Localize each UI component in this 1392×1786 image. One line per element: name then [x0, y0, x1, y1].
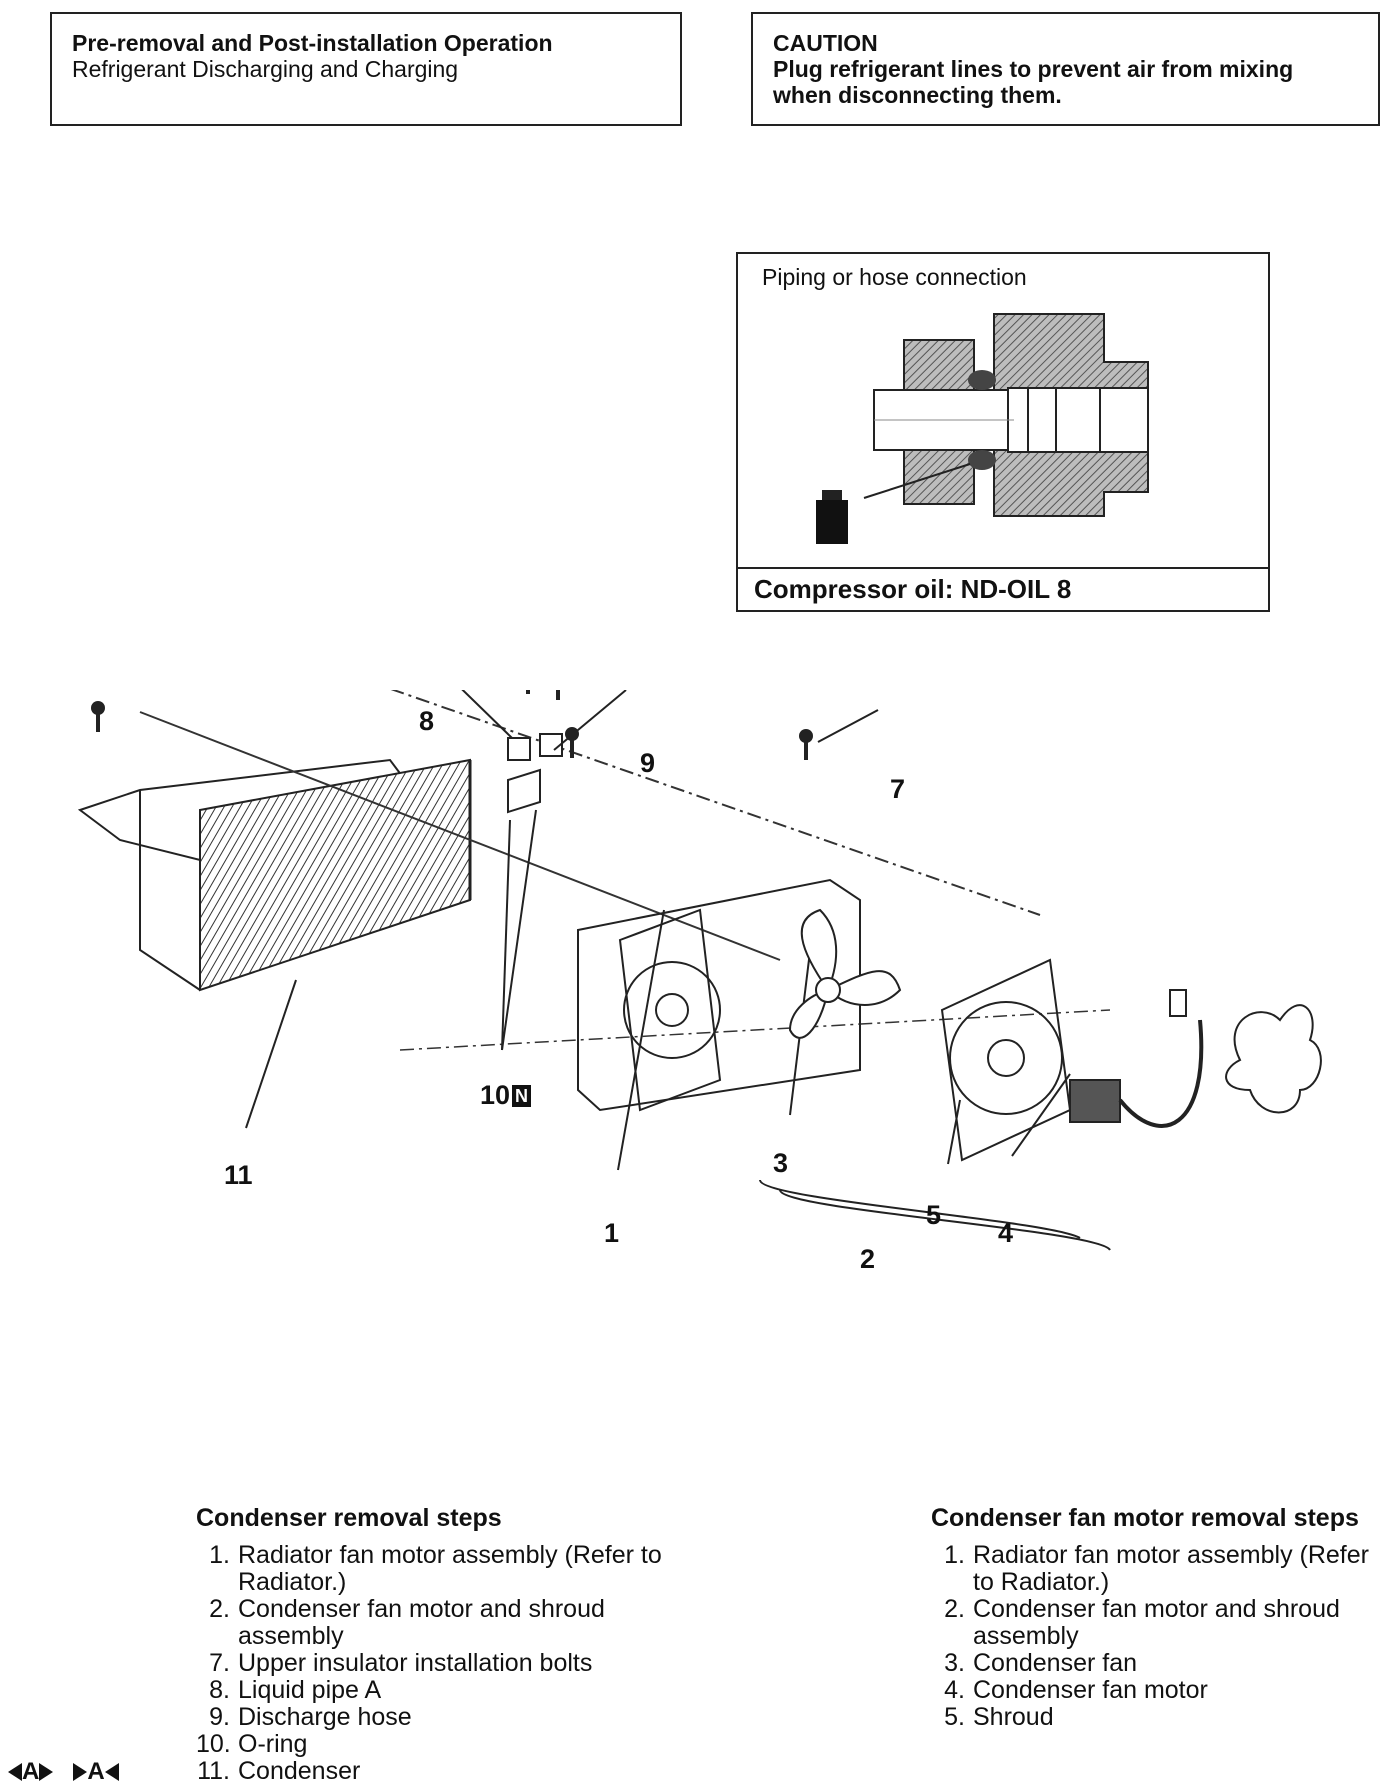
list-item: 2.Condenser fan motor and shroud assembl…: [944, 1595, 1340, 1650]
o-ring-top: [968, 370, 996, 390]
callout-7: 7: [890, 774, 906, 804]
compressor-oil-label: Compressor oil: ND-OIL 8: [754, 574, 1072, 604]
radiator: [577, 878, 861, 1112]
condenser-fan-motor: [1069, 989, 1204, 1128]
callout-3: 3: [773, 1148, 789, 1178]
piping-box: Piping or hose connection Compressor oil…: [736, 252, 1270, 612]
liquid-pipe-fitting: [507, 737, 531, 761]
condenser-removal-steps: Condenser removal steps 1.Radiator fan m…: [196, 1504, 676, 1785]
condenser-steps-heading: Condenser removal steps: [196, 1504, 502, 1532]
radiator-fan-assembly: [618, 908, 722, 1112]
list-item: 8.Liquid pipe A: [209, 1676, 382, 1704]
service-markers: A A: [8, 1758, 119, 1786]
detached-fan: [1225, 1004, 1322, 1114]
triangle-right-icon: [73, 1763, 88, 1781]
list-item: 1.Radiator fan motor assembly (Refer to …: [944, 1541, 1369, 1596]
triangle-left-icon: [104, 1763, 119, 1781]
list-item: 4.Condenser fan motor: [944, 1676, 1208, 1704]
list-item: 11.Condenser: [197, 1757, 361, 1785]
callout-1: 1: [604, 1218, 620, 1248]
pre-removal-title: Pre-removal and Post-installation Operat…: [72, 30, 553, 56]
new-part-badge: N: [512, 1085, 532, 1107]
oil-bottle-icon: [816, 490, 848, 544]
condenser-core: [199, 758, 471, 992]
callout-2: 2: [860, 1244, 876, 1274]
callout-4: 4: [998, 1218, 1014, 1248]
callout-5: 5: [926, 1200, 942, 1230]
callout-11: 11: [224, 1160, 253, 1190]
piping-title: Piping or hose connection: [762, 264, 1027, 290]
list-item: 5.Shroud: [944, 1703, 1054, 1731]
caution-title: CAUTION: [773, 30, 878, 56]
list-item: 2.Condenser fan motor and shroud assembl…: [209, 1595, 605, 1650]
fan-motor-removal-steps: Condenser fan motor removal steps 1.Radi…: [931, 1504, 1391, 1731]
list-item: 1.Radiator fan motor assembly (Refer to …: [209, 1541, 662, 1596]
marker-a-right: A: [87, 1758, 105, 1785]
callout-10-number: 10: [480, 1080, 511, 1110]
marker-a-left: A: [22, 1758, 40, 1785]
caution-box: CAUTION Plug refrigerant lines to preven…: [751, 12, 1380, 126]
list-item: 10.O-ring: [196, 1730, 308, 1758]
callout-9: 9: [640, 748, 656, 778]
oil-leader: [863, 463, 971, 499]
pre-removal-line: Refrigerant Discharging and Charging: [72, 56, 459, 82]
o-ring-bottom: [968, 450, 996, 470]
pre-removal-box: Pre-removal and Post-installation Operat…: [50, 12, 682, 126]
fan-steps-heading: Condenser fan motor removal steps: [931, 1504, 1359, 1532]
condenser-fan-shroud: [940, 958, 1072, 1162]
piping-illustration: [816, 313, 1149, 544]
discharge-hose-fitting: [539, 733, 563, 757]
piping-divider: [738, 567, 1268, 569]
list-item: 3.Condenser fan: [944, 1649, 1138, 1677]
exploded-view-illustration: [77, 690, 1322, 1251]
pipe-bore: [1007, 387, 1149, 453]
callout-8: 8: [419, 706, 435, 736]
caution-text: Plug refrigerant lines to prevent air fr…: [773, 56, 1294, 108]
condenser-fan: [788, 908, 902, 1039]
list-item: 7.Upper insulator installation bolts: [209, 1649, 593, 1677]
list-item: 9.Discharge hose: [209, 1703, 412, 1731]
triangle-left-icon: [8, 1763, 22, 1781]
triangle-right-icon: [39, 1763, 54, 1781]
bolt-icons: [91, 690, 813, 760]
